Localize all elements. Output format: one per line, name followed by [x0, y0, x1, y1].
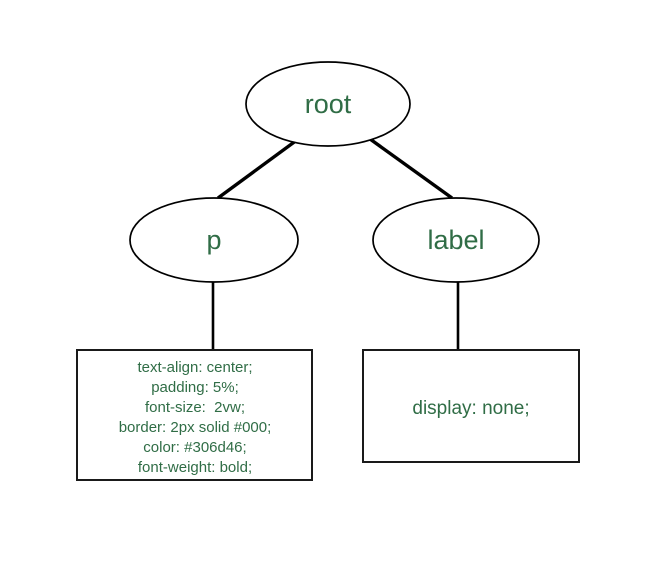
box-label-styles[interactable]: display: none; — [362, 349, 580, 463]
edge-root-to-label — [369, 137, 453, 200]
box-p-styles-line-4: border: 2px solid #000; — [119, 419, 272, 436]
box-label-styles-rect — [362, 349, 580, 463]
box-p-styles-line-6: font-weight: bold; — [138, 459, 252, 476]
node-label-label: label — [427, 225, 484, 255]
node-p[interactable]: p — [129, 197, 299, 283]
node-p-label: p — [206, 225, 221, 255]
box-p-styles-line-2: padding: 5%; — [151, 379, 239, 396]
box-label-styles-line-1: display: none; — [412, 398, 529, 419]
node-root-label: root — [305, 89, 352, 119]
box-p-styles-rect — [76, 349, 313, 481]
node-label[interactable]: label — [372, 197, 540, 283]
box-p-styles-line-1: text-align: center; — [137, 359, 252, 376]
node-root-ellipse — [245, 61, 411, 147]
edge-root-to-p — [216, 138, 299, 200]
box-p-styles-line-5: color: #306d46; — [143, 439, 246, 456]
node-label-ellipse — [372, 197, 540, 283]
node-root[interactable]: root — [245, 61, 411, 147]
box-p-styles[interactable]: text-align: center; padding: 5%; font-si… — [76, 349, 313, 481]
node-p-ellipse — [129, 197, 299, 283]
box-p-styles-line-3: font-size: 2vw; — [145, 399, 245, 416]
